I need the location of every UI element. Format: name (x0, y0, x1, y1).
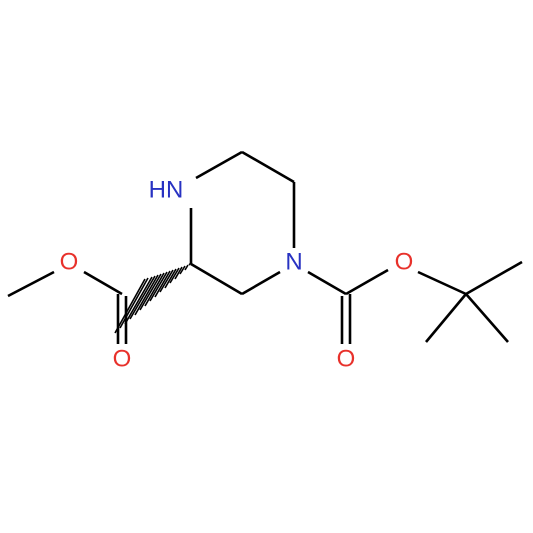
bond-tbu-methyl-top (465, 260, 523, 296)
bond-tbu-methyl-left (425, 293, 467, 343)
hashed-wedge-bond (114, 262, 192, 334)
bond-ch2-bottom-stereocenter (190, 262, 243, 296)
bond-ch2-top-ch2-right (241, 150, 295, 184)
bond-n-carbamate-c (307, 270, 347, 296)
atom-o-carbamate-double-label: O (337, 346, 356, 373)
bond-o-methyl (7, 270, 55, 298)
atom-o-carbamate-single-label: O (395, 249, 414, 276)
bond-carbamate-c-o-single (345, 268, 389, 296)
bond-n-ch2-bottom (241, 270, 281, 296)
atom-o-ester-double-label: O (113, 346, 132, 373)
bond-tbu-methyl-right (465, 293, 509, 343)
bond-nh-ch2-top (195, 150, 243, 180)
atom-nh-label: HN (149, 177, 184, 204)
atom-o-ester-single-label: O (60, 249, 79, 276)
atom-n-label: N (285, 249, 302, 276)
bond-ester-c-o-single (83, 270, 123, 296)
bond-o-tert-butyl (417, 270, 467, 296)
